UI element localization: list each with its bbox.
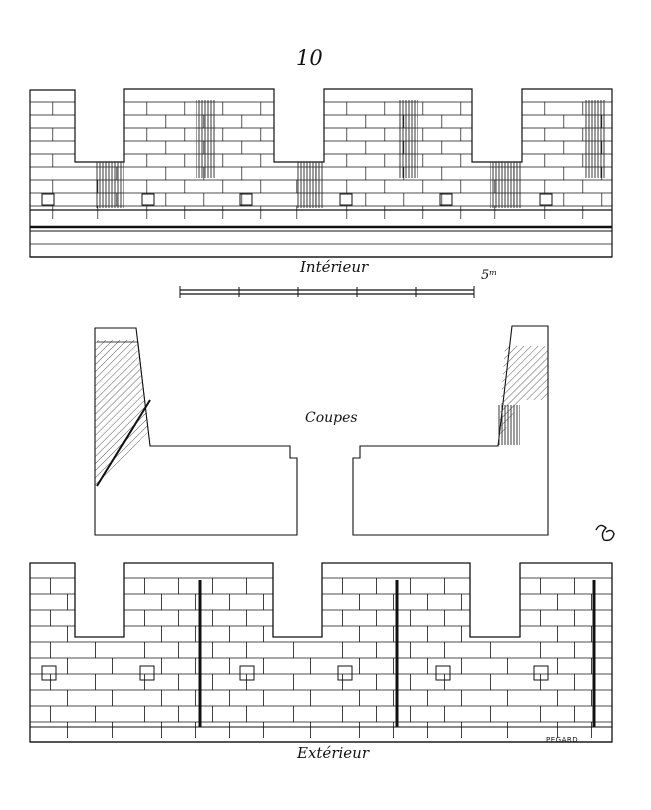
coupes-label: Coupes	[305, 410, 358, 426]
scale-label: 5ᵐ	[481, 268, 498, 283]
interieur-label: Intérieur	[300, 258, 369, 276]
interieur-shadow-2	[398, 100, 418, 178]
interieur-shadow-3	[585, 100, 605, 178]
exterieur-grooves	[198, 580, 596, 727]
coupe-right-parapet-hatch	[498, 346, 548, 444]
figure-number: 10	[296, 46, 323, 70]
engraver-signature: PEGARD	[546, 736, 579, 744]
exterieur-elevation	[29, 562, 613, 743]
exterieur-wall-outline	[29, 562, 613, 743]
coupe-left-inner-slope	[96, 399, 151, 487]
exterieur-putlog-holes	[41, 665, 549, 681]
interieur-shadow-5	[296, 162, 324, 208]
scale-bar	[179, 286, 475, 298]
monogram-mark	[595, 524, 615, 542]
exterieur-label: Extérieur	[297, 744, 369, 762]
interieur-shadow-1	[196, 100, 216, 178]
coupe-left-parapet-hatch	[95, 340, 148, 488]
interieur-putlog-holes	[41, 193, 553, 206]
interieur-elevation	[29, 88, 613, 258]
coupe-right-shadow	[498, 405, 520, 445]
exterieur-masonry-courses	[30, 577, 612, 738]
interieur-shadow-4	[95, 162, 124, 208]
interieur-shadow-6	[490, 162, 522, 208]
coupe-left-stone-face	[97, 341, 149, 431]
coupes-sections	[94, 325, 549, 536]
